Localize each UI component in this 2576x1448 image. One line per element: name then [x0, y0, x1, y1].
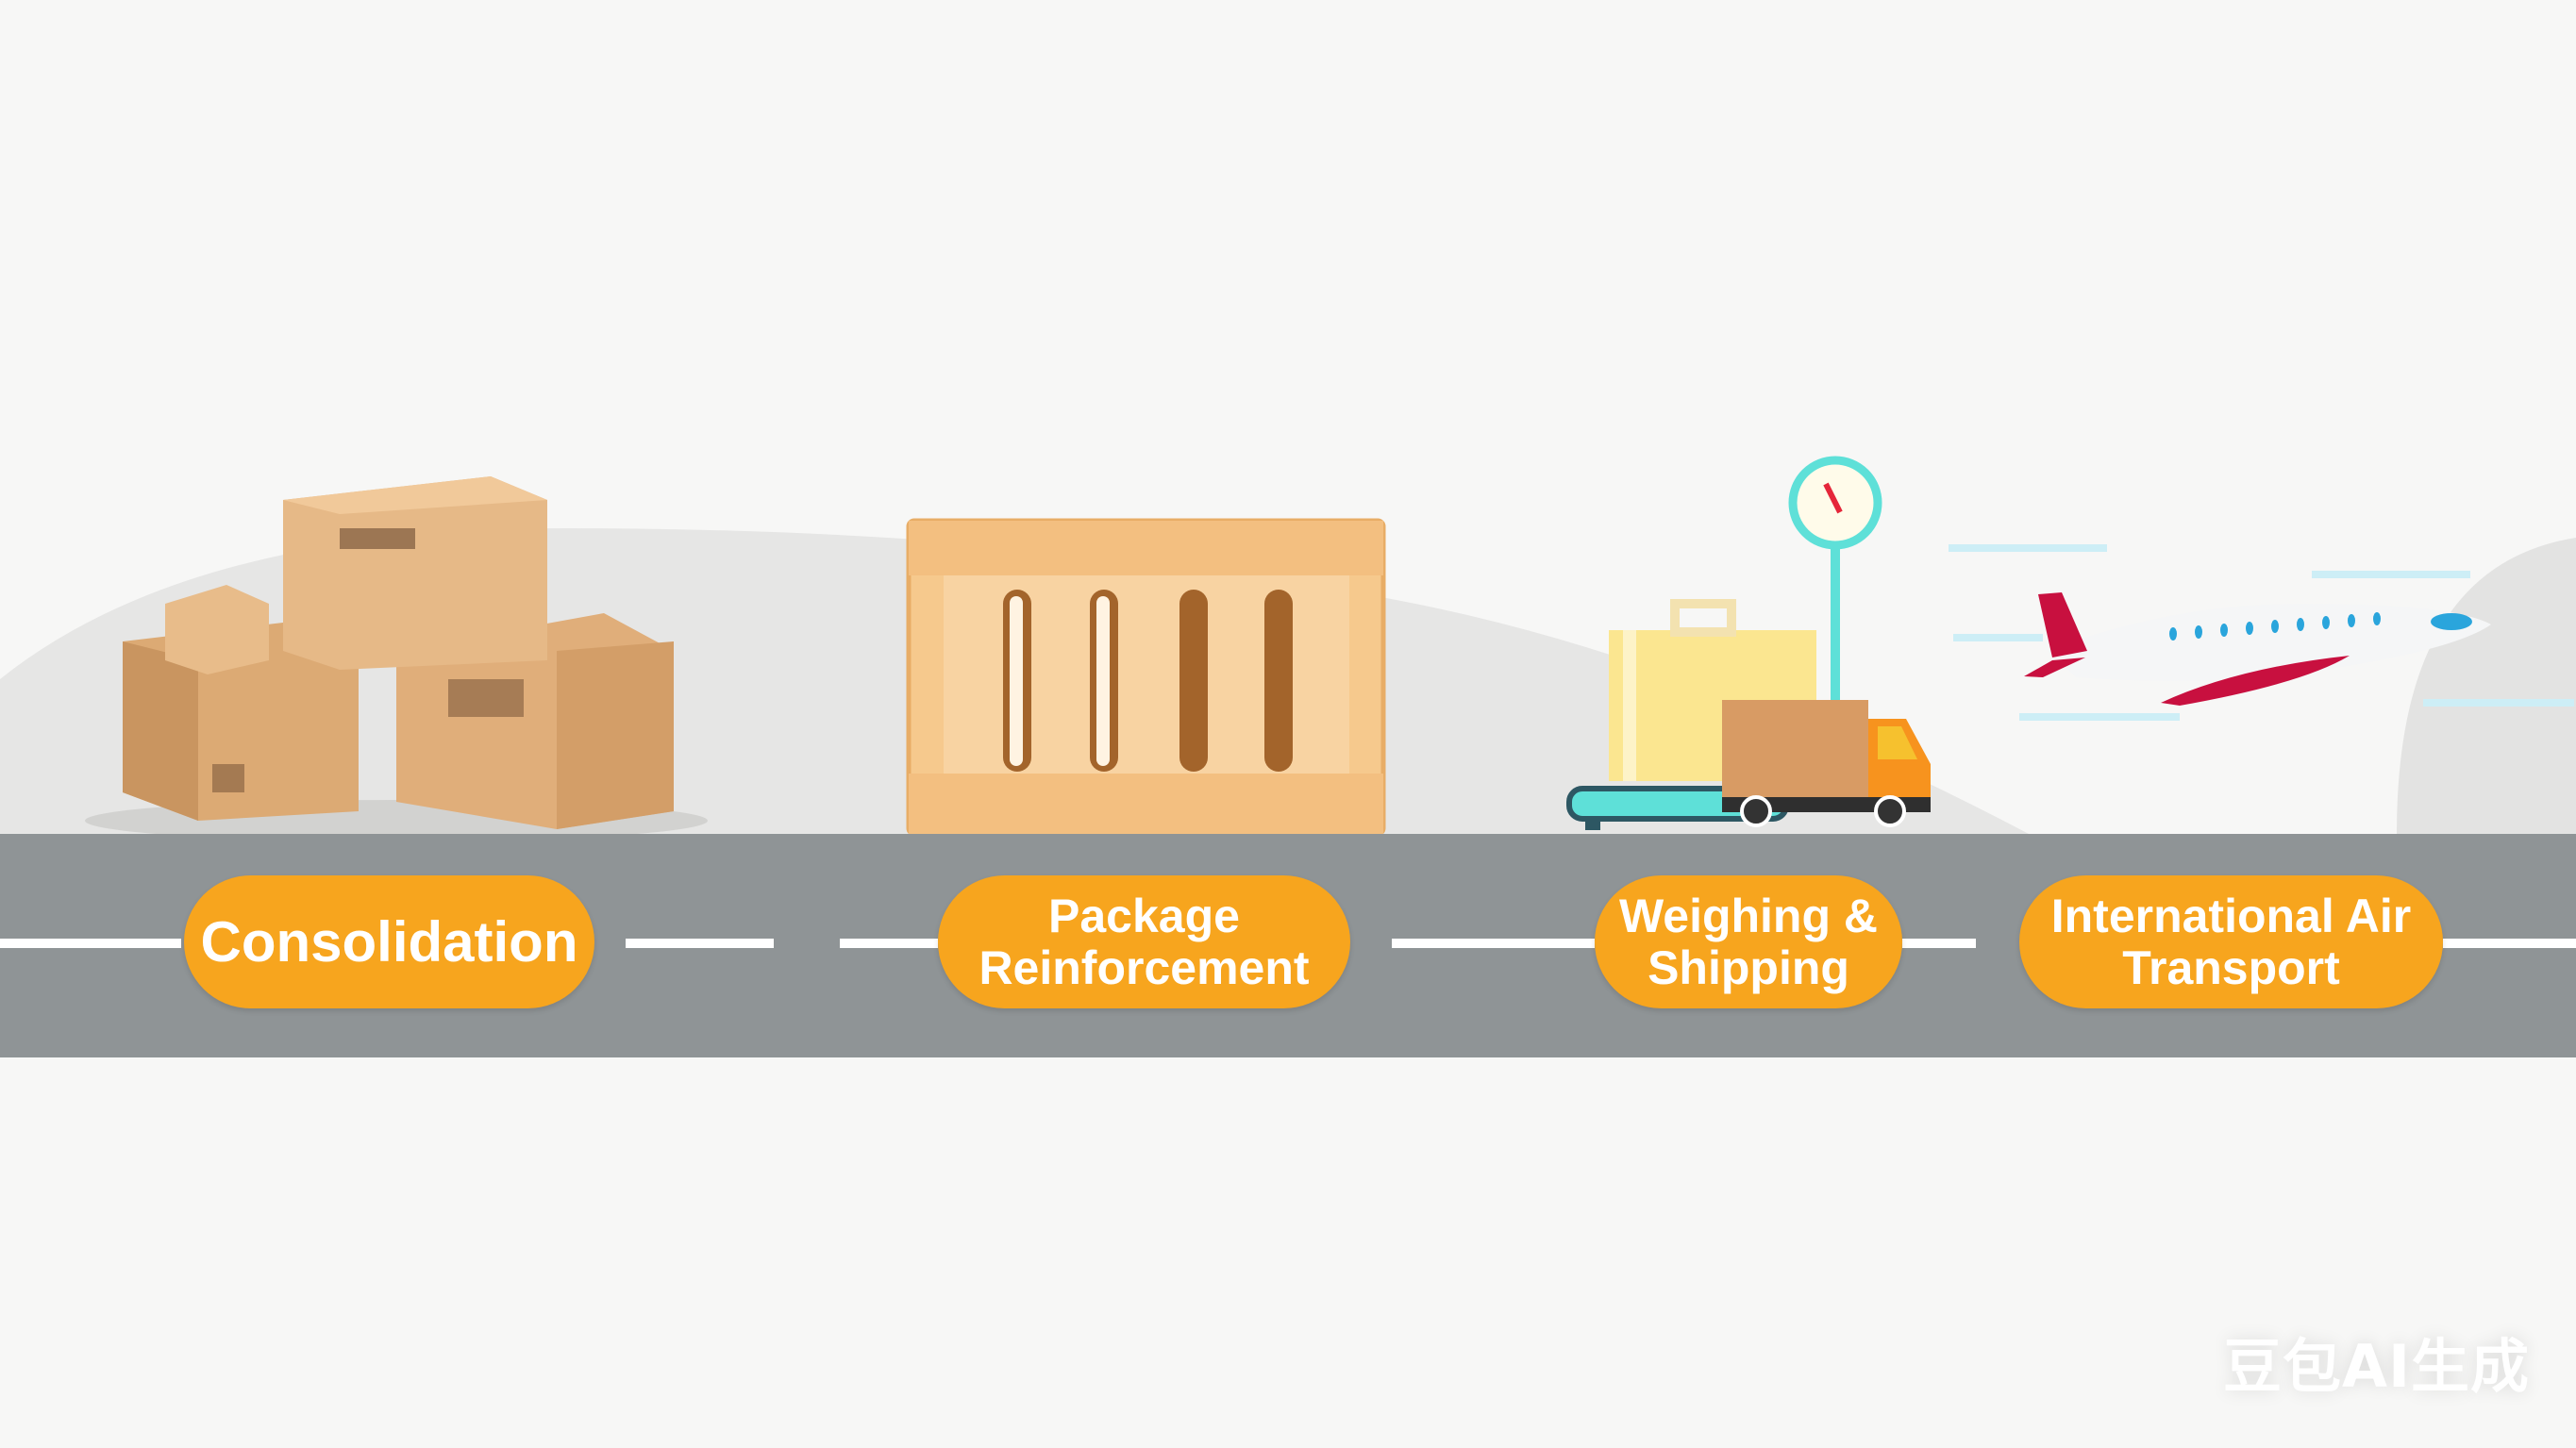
step-label-line1: Weighing & [1618, 889, 1879, 942]
step-label-line2: Transport [2122, 940, 2340, 994]
step-weighing-shipping: Weighing &Shipping [1595, 875, 1902, 1008]
step-consolidation: Consolidation [184, 875, 594, 1008]
road-dash [0, 939, 181, 948]
step-label-line2: Reinforcement [979, 940, 1310, 994]
road-dash [1902, 939, 1976, 948]
scale-truck-icon [1566, 456, 1931, 830]
cardboard-boxes-icon [85, 476, 708, 841]
road-dash [840, 939, 938, 948]
road-dash [1392, 939, 1595, 948]
wooden-crate-icon [906, 518, 1386, 837]
step-label: Consolidation [200, 909, 578, 974]
watermark: 豆包AI生成 [2223, 1332, 2531, 1401]
airplane-icon [1949, 544, 2574, 721]
step-label-line2: Shipping [1648, 940, 1849, 994]
step-label-line1: International Air [2050, 889, 2412, 942]
road-dash [2443, 939, 2576, 948]
step-label-line1: Package [1048, 889, 1240, 942]
background-hill-right [2397, 538, 2576, 834]
road-dash [626, 939, 774, 948]
